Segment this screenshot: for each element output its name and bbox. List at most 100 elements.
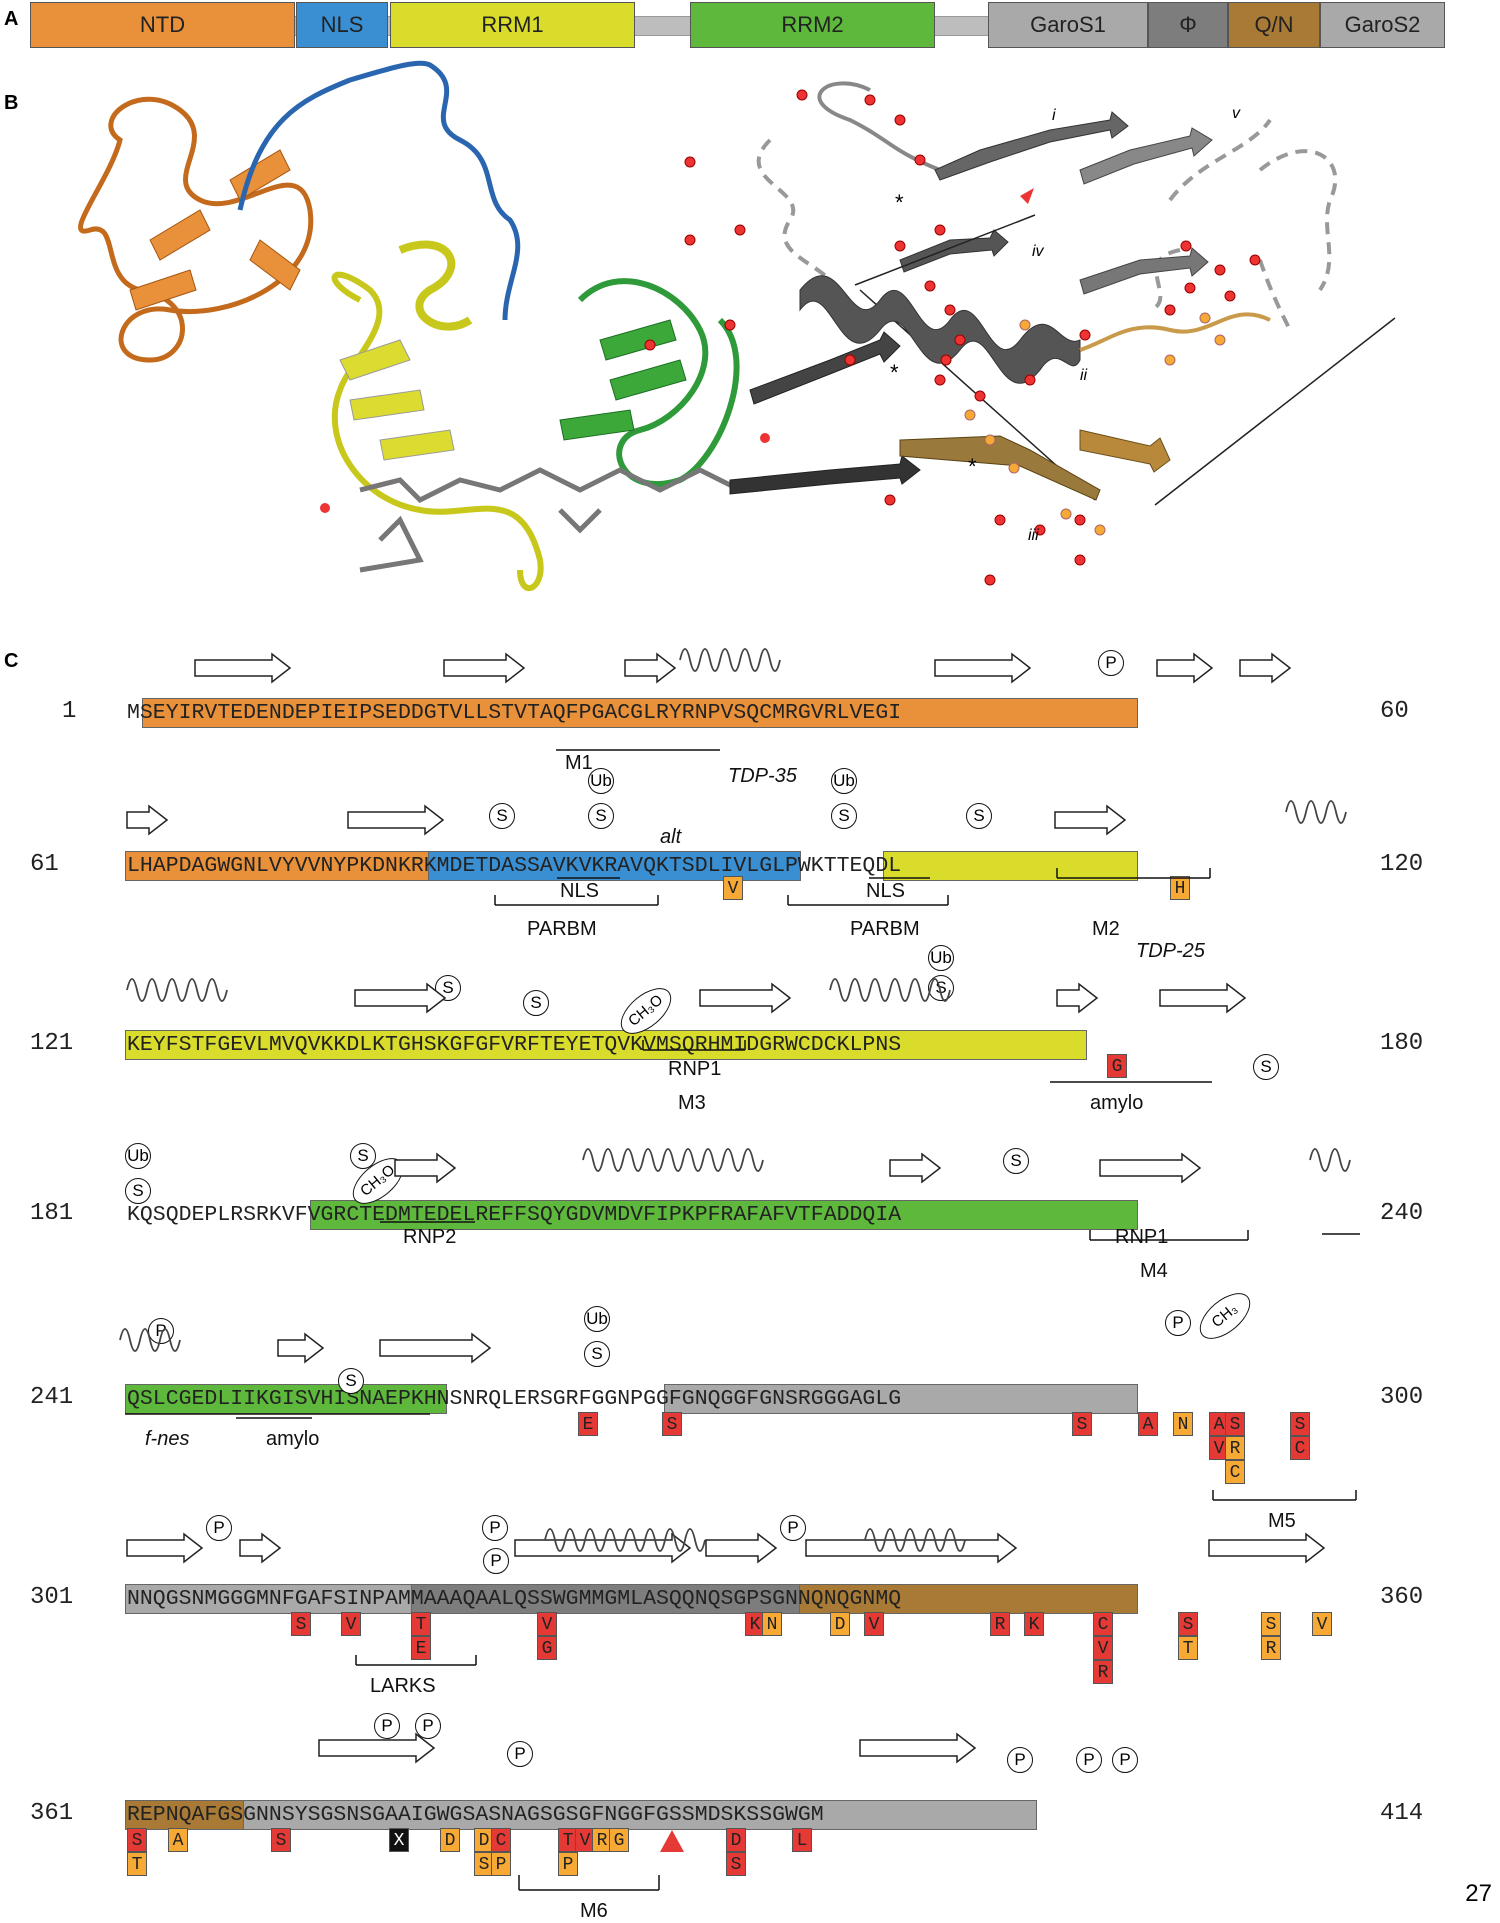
domain-highlight xyxy=(799,1584,1138,1614)
ptm-marker: P xyxy=(482,1515,508,1541)
ptm-marker: S xyxy=(831,803,857,829)
ptm-marker: S xyxy=(928,975,954,1001)
structure-lcd-illustration: i ii iii iv v * * * xyxy=(644,81,1396,586)
mutation-box: D xyxy=(726,1828,746,1852)
mutation-box: E xyxy=(411,1636,431,1660)
domain-highlight xyxy=(310,1200,1138,1230)
helix-label-ii: ii xyxy=(1080,367,1088,384)
mutation-box: T xyxy=(127,1852,147,1876)
mutation-box: D xyxy=(830,1612,850,1636)
ptm-marker: P xyxy=(1112,1747,1138,1773)
annotation-label: NLS xyxy=(866,880,905,902)
annotation-label: M3 xyxy=(678,1092,706,1114)
ptm-marker: S xyxy=(966,803,992,829)
annotation-label: TDP-35 xyxy=(728,765,797,787)
mutation-box: R xyxy=(1225,1436,1245,1460)
ptm-marker: P xyxy=(483,1548,509,1574)
mutation-box: R xyxy=(1093,1660,1113,1684)
domain-ntd: NTD xyxy=(30,2,295,48)
mutation-box: N xyxy=(762,1612,782,1636)
mutation-box: A xyxy=(1138,1412,1158,1436)
domain-highlight xyxy=(125,851,431,881)
row-end-number: 360 xyxy=(1380,1584,1424,1611)
row-end-number: 60 xyxy=(1380,698,1409,725)
ptm-marker: P xyxy=(1098,650,1124,676)
mutation-box: T xyxy=(1178,1636,1198,1660)
domain-bar: NTD NLS RRM1 RRM2 GaroS1 Φ Q/N GaroS2 xyxy=(30,2,1445,50)
sequence-line: KQSQDEPLRSRKVFVGRCTEDMTEDELREFFSQYGDVMDV… xyxy=(127,1203,902,1227)
domain-highlight xyxy=(125,1800,245,1830)
mutation-box: V xyxy=(537,1612,557,1636)
ptm-marker: S xyxy=(125,1178,151,1204)
ptm-marker: Ub xyxy=(584,1306,610,1332)
ptm-marker: P xyxy=(415,1713,441,1739)
strand-label-v: v xyxy=(1232,105,1241,122)
mutation-box: C xyxy=(1093,1612,1113,1636)
domain-phi: Φ xyxy=(1148,2,1228,48)
annotation-label: NLS xyxy=(560,880,599,902)
mutation-box: S xyxy=(662,1412,682,1436)
mutation-box: S xyxy=(1290,1412,1310,1436)
annotation-label: RNP1 xyxy=(668,1058,722,1080)
mutation-box: V xyxy=(341,1612,361,1636)
annotation-label: LARKS xyxy=(370,1675,436,1697)
row-end-number: 120 xyxy=(1380,851,1424,878)
row-end-number: 240 xyxy=(1380,1200,1424,1227)
mutation-box: P xyxy=(558,1852,578,1876)
ptm-marker: S xyxy=(1003,1148,1029,1174)
annotation-label: f-nes xyxy=(145,1428,190,1450)
ptm-marker: S xyxy=(338,1368,364,1394)
domain-highlight xyxy=(141,698,1138,728)
triangle-marker-icon xyxy=(660,1830,684,1852)
star-marker: * xyxy=(968,454,977,479)
annotation-label: M6 xyxy=(580,1900,608,1922)
ntd-structure xyxy=(78,96,314,363)
domain-rrm2: RRM2 xyxy=(690,2,935,48)
mutation-box: D xyxy=(474,1828,494,1852)
mutation-box: D xyxy=(440,1828,460,1852)
row-start-number: 121 xyxy=(30,1030,74,1057)
mutation-box: S xyxy=(1072,1412,1092,1436)
domain-highlight xyxy=(125,1030,1088,1060)
mutation-box: C xyxy=(1290,1436,1310,1460)
mutation-box: S xyxy=(726,1852,746,1876)
domain-rrm1: RRM1 xyxy=(390,2,635,48)
annotation-label: RNP2 xyxy=(403,1226,457,1248)
domain-garos1: GaroS1 xyxy=(988,2,1148,48)
ptm-marker: P xyxy=(1165,1310,1191,1336)
mutation-box: C xyxy=(1225,1460,1245,1484)
ptm-marker: Ub xyxy=(831,768,857,794)
annotation-label: PARBM xyxy=(527,918,597,940)
sequence-line: QSLCGEDLIIKGISVHISNAEPKHNSNRQLERSGRFGGNP… xyxy=(127,1387,902,1411)
ptm-marker: P xyxy=(1076,1747,1102,1773)
ptm-marker: Ub xyxy=(125,1143,151,1169)
mutation-box: E xyxy=(578,1412,598,1436)
ptm-marker: P xyxy=(374,1713,400,1739)
ptm-marker: Ub xyxy=(928,945,954,971)
row-start-number: 1 xyxy=(62,698,77,725)
mutation-box: G xyxy=(537,1636,557,1660)
domain-highlight xyxy=(883,851,1138,881)
row-start-number: 61 xyxy=(30,851,59,878)
panel-b-label: B xyxy=(4,92,19,114)
ptm-marker: P xyxy=(206,1515,232,1541)
ptm-marker: P xyxy=(1007,1747,1033,1773)
strand-label-i: i xyxy=(1052,107,1056,124)
domain-highlight xyxy=(125,1384,448,1414)
domain-garos2: GaroS2 xyxy=(1320,2,1445,48)
sequence-line: REPNQAFGSGNNSYSGSNSGAAIGWGSASNAGSGSGFNGG… xyxy=(127,1803,824,1827)
mutation-box: R xyxy=(990,1612,1010,1636)
annotation-label: M4 xyxy=(1140,1260,1168,1282)
panel-a-label: A xyxy=(4,8,19,30)
mutation-box: C xyxy=(491,1828,511,1852)
ptm-marker: P xyxy=(780,1515,806,1541)
ptm-marker: Ub xyxy=(588,768,614,794)
mutation-box: G xyxy=(609,1828,629,1852)
mutation-box: A xyxy=(168,1828,188,1852)
mutation-box: R xyxy=(592,1828,612,1852)
annotation-label: M5 xyxy=(1268,1510,1296,1532)
mutation-box: S xyxy=(1178,1612,1198,1636)
annotation-label: alt xyxy=(660,826,682,848)
ptm-marker: S xyxy=(584,1341,610,1367)
